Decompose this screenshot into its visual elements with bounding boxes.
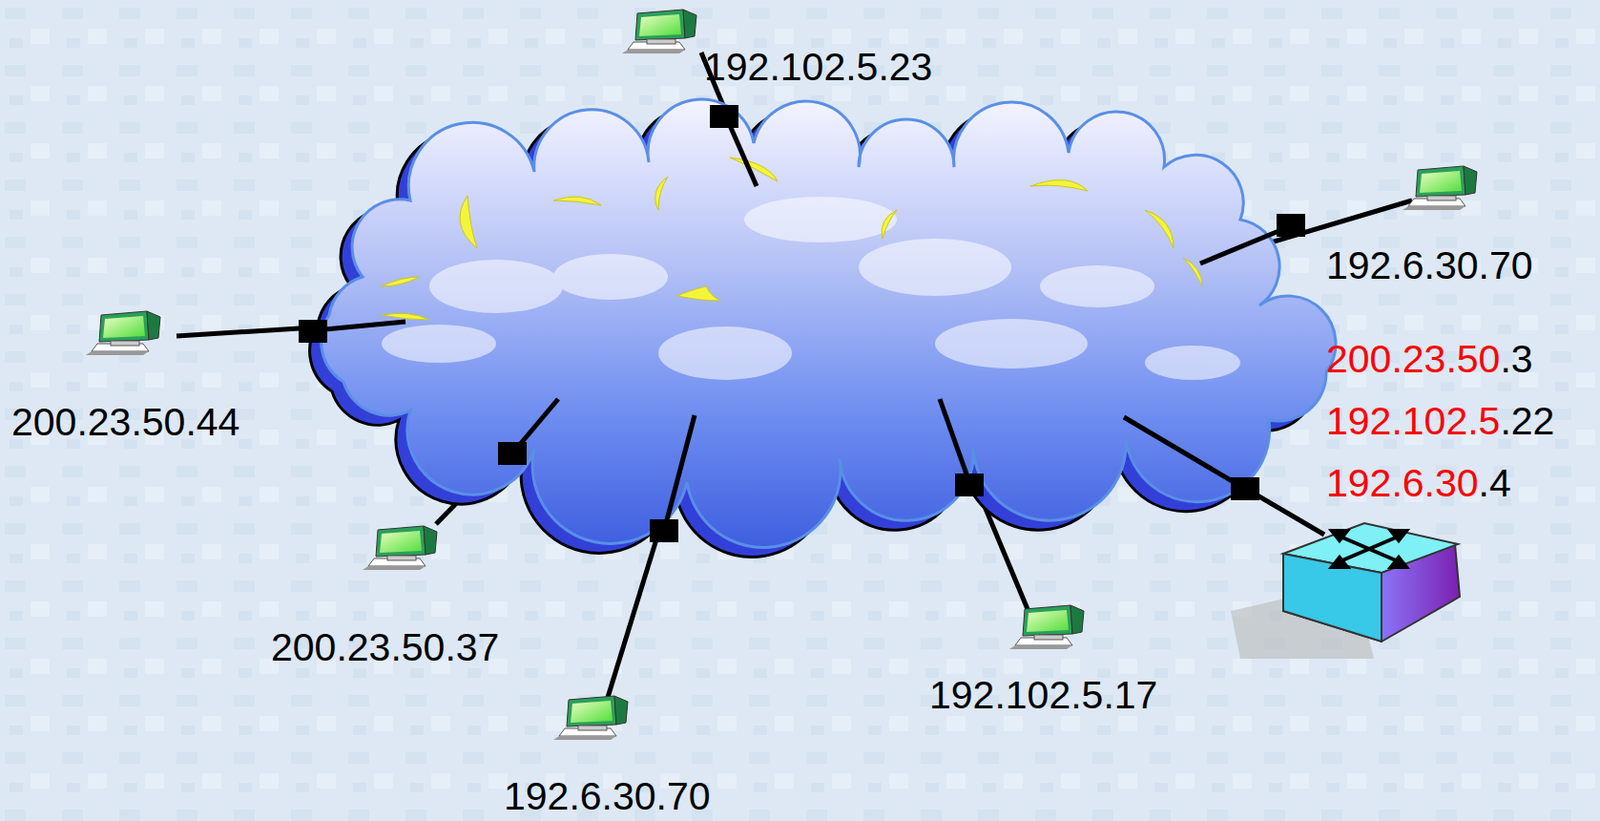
host-part: .22 bbox=[1499, 398, 1555, 443]
host-address: 192.102.5.23 bbox=[704, 47, 933, 87]
host-part: .4 bbox=[1478, 460, 1512, 505]
network-part: 192.102.5 bbox=[1326, 398, 1500, 443]
host-address: 192.6.30.70 bbox=[503, 776, 711, 816]
network-part: 200.23.50 bbox=[1326, 336, 1500, 381]
host-address: 200.23.50.44 bbox=[11, 402, 240, 442]
host-address: 192.102.5.17 bbox=[929, 675, 1158, 715]
router-address: 192.6.30.4 bbox=[1326, 463, 1512, 503]
host-address: 200.23.50.37 bbox=[270, 627, 499, 667]
host-address: 192.6.30.70 bbox=[1326, 246, 1534, 286]
host-part: .3 bbox=[1499, 336, 1533, 381]
router-address: 192.102.5.22 bbox=[1326, 401, 1555, 441]
router-address: 200.23.50.3 bbox=[1326, 339, 1534, 379]
network-part: 192.6.30 bbox=[1326, 460, 1479, 505]
